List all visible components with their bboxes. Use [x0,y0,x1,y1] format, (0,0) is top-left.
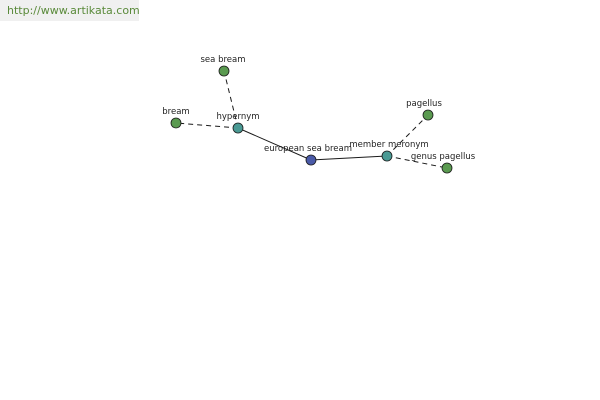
node-seabream[interactable]: sea bream [201,55,246,77]
edge-hypernym-seabream [223,70,239,129]
graph-nodes: european sea bream hypernym member meronym… [162,55,476,174]
edge-meronym-pagellus [386,114,429,157]
node-seabream-dot[interactable] [218,65,230,77]
node-meronym-label: member meronym [349,140,428,150]
node-hypernym-label: hypernym [216,112,259,122]
edge-center-meronym [310,155,388,161]
node-meronym[interactable]: member meronym [349,140,429,162]
node-genuspagellus-label: genus pagellus [411,152,476,162]
node-bream-dot[interactable] [170,117,182,129]
edge-meronym-genuspagellus [386,155,448,169]
graph-edges [175,70,448,169]
edge-center-hypernym [237,127,312,161]
node-bream[interactable]: bream [162,107,190,129]
node-pagellus-dot[interactable] [422,109,434,121]
node-pagellus-label: pagellus [406,99,442,109]
node-meronym-dot[interactable] [381,150,393,162]
node-genuspagellus-dot[interactable] [441,162,453,174]
node-center-dot[interactable] [305,154,317,166]
node-bream-label: bream [162,107,189,117]
node-seabream-label: sea bream [201,55,246,65]
node-pagellus[interactable]: pagellus [406,99,442,121]
edge-hypernym-bream [175,122,239,129]
node-center-label: european sea bream [264,144,352,154]
site-url-watermark[interactable]: http://www.artikata.com [0,0,139,21]
node-hypernym[interactable]: hypernym [216,112,260,134]
node-center[interactable]: european sea bream [264,144,352,166]
node-hypernym-dot[interactable] [232,122,244,134]
node-genuspagellus[interactable]: genus pagellus [411,152,476,174]
